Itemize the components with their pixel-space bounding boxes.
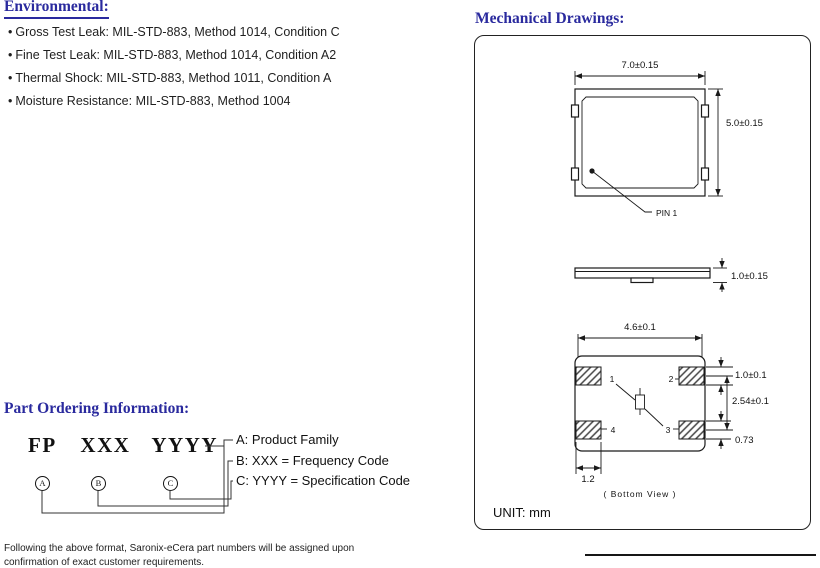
code-part-family: FP bbox=[28, 433, 57, 457]
pin-number-4: 4 bbox=[611, 425, 616, 435]
ordering-legend: A: Product Family B: XXX = Frequency Cod… bbox=[236, 430, 410, 492]
pitch-dim: 2.54±0.1 bbox=[732, 396, 769, 407]
unit-label: UNIT: mm bbox=[493, 505, 551, 520]
environmental-section: Environmental: Gross Test Leak: MIL-STD-… bbox=[4, 0, 340, 113]
pad-top-left bbox=[575, 366, 602, 386]
mechanical-drawings-box: 7.0±0.15 5.0±0.15 PIN 1 bbox=[474, 35, 811, 530]
top-view-width-dim: 7.0±0.15 bbox=[622, 60, 659, 71]
pin-number-3: 3 bbox=[666, 425, 671, 435]
top-view-drawing: 7.0±0.15 5.0±0.15 PIN 1 bbox=[570, 60, 763, 218]
bottom-view-width-dim: 4.6±0.1 bbox=[624, 322, 656, 333]
legend-item-c: C: YYYY = Specification Code bbox=[236, 473, 411, 488]
bottom-divider bbox=[585, 554, 816, 556]
pad-height-dim: 1.0±0.1 bbox=[735, 370, 767, 381]
pad-width-dim: 1.2 bbox=[581, 474, 594, 485]
pad-top-right bbox=[678, 366, 705, 386]
top-view-height-dim: 5.0±0.15 bbox=[726, 118, 763, 129]
side-view-height-dim: 1.0±0.15 bbox=[731, 271, 768, 282]
environmental-list: Gross Test Leak: MIL-STD-883, Method 101… bbox=[8, 21, 340, 113]
pad-bottom-dim: 0.73 bbox=[735, 435, 754, 446]
environmental-heading: Environmental: bbox=[4, 0, 109, 19]
mechanical-drawing-svg: 7.0±0.15 5.0±0.15 PIN 1 bbox=[493, 60, 769, 520]
part-ordering-heading: Part Ordering Information: bbox=[4, 400, 190, 417]
environmental-item: Moisture Resistance: MIL-STD-883, Method… bbox=[8, 90, 340, 113]
side-view-drawing: 1.0±0.15 bbox=[574, 258, 768, 292]
pad-bottom-left bbox=[575, 420, 602, 440]
legend-item-a: A: Product Family bbox=[236, 432, 339, 447]
bottom-view-caption: ( Bottom View ) bbox=[604, 489, 677, 499]
footnote-line-1: Following the above format, Saronix-eCer… bbox=[4, 543, 355, 554]
part-number-format: FP XXX YYYY bbox=[28, 433, 218, 458]
pad-bottom-right bbox=[678, 420, 705, 440]
circled-letter-a: A bbox=[35, 476, 50, 491]
environmental-item: Gross Test Leak: MIL-STD-883, Method 101… bbox=[8, 21, 339, 44]
footnote-line-2: confirmation of exact customer requireme… bbox=[4, 557, 205, 568]
pin-number-1: 1 bbox=[610, 374, 615, 384]
circled-letter-b: B bbox=[91, 476, 106, 491]
environmental-item: Fine Test Leak: MIL-STD-883, Method 1014… bbox=[8, 44, 340, 67]
code-part-spec: YYYY bbox=[151, 433, 219, 457]
mechanical-drawings-heading: Mechanical Drawings: bbox=[475, 10, 625, 27]
pin1-label: PIN 1 bbox=[656, 208, 678, 218]
environmental-item: Thermal Shock: MIL-STD-883, Method 1011,… bbox=[8, 67, 340, 90]
pin-number-2: 2 bbox=[669, 374, 674, 384]
circled-letter-c: C bbox=[163, 476, 178, 491]
code-part-frequency: XXX bbox=[80, 433, 131, 457]
bottom-view-drawing: 4.6±0.1 1 2 3 4 bbox=[574, 322, 769, 499]
legend-item-b: B: XXX = Frequency Code bbox=[236, 452, 389, 468]
